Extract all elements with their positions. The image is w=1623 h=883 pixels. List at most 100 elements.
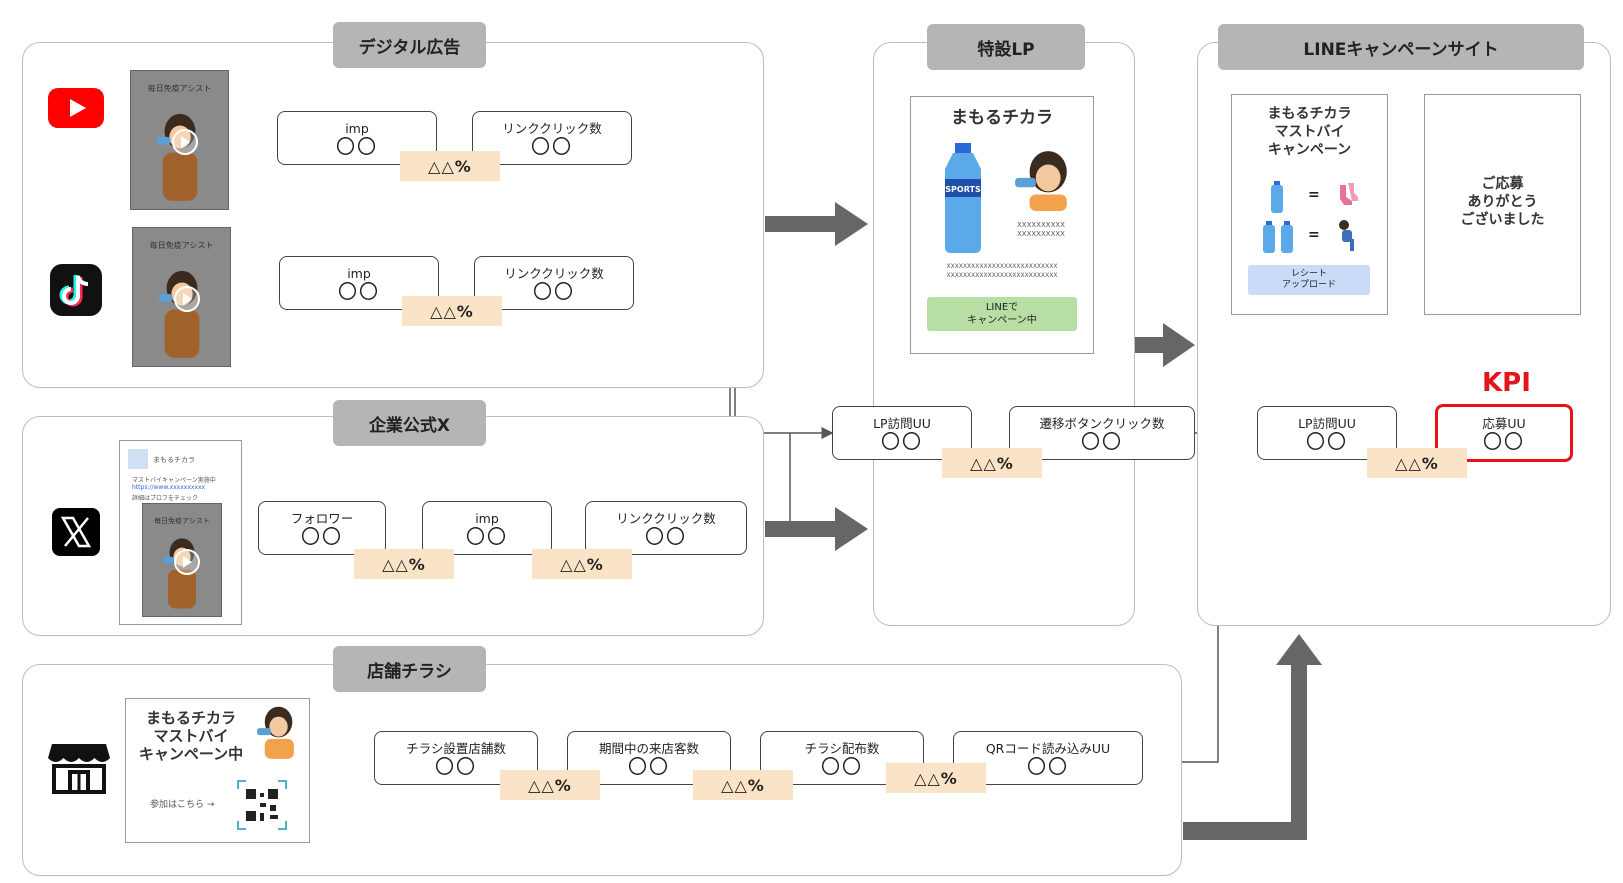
flyer-rate-badge-2: △△% [693,770,793,800]
socks-icon [1340,183,1358,205]
person-drinking-icon [1015,151,1067,211]
line-card-title: まもるチカラ マストバイ キャンペーン [1232,105,1387,159]
node-label: フォロワー [290,511,354,526]
lp-brand: まもるチカラ [951,108,1053,128]
upload-label: レシート [1290,269,1327,279]
store-flyer-card: まもるチカラ マストバイ キャンペーン中 参加はこちら → [125,698,310,843]
line-thanks-card: ご応募 ありがとう ございました [1424,94,1581,315]
tiktok-imp-node: imp 〇〇 [279,256,439,310]
node-value: 〇〇 [532,281,575,303]
flyer-join-text: 参加はこちら → [150,800,215,810]
equals-sign: = [1308,227,1320,243]
upload-label: アップロード [1281,280,1336,290]
bottle-label: SPORTS [945,185,981,194]
node-value: 〇〇 [820,756,863,778]
lp-line-button[interactable]: LINEで キャンペーン中 [927,297,1077,331]
node-value: 〇〇 [335,136,378,158]
youtube-click-node: リンククリック数 〇〇 [472,111,632,165]
play-icon [174,549,200,575]
node-label: 期間中の来店客数 [598,741,699,756]
x-video-thumbnail: 毎日免疫アシスト [142,503,222,617]
node-value: 〇〇 [1305,431,1348,453]
x-imp-node: imp 〇〇 [422,501,552,555]
x-click-node: リンククリック数 〇〇 [585,501,747,555]
node-label: 遷移ボタンクリック数 [1039,416,1165,431]
youtube-rate-badge: △△% [400,151,500,181]
thanks-line: ありがとう [1467,194,1538,210]
receipt-upload-button[interactable]: レシート アップロード [1248,265,1370,295]
node-label: imp [475,511,499,526]
equals-sign: = [1308,187,1320,203]
lp-line-button-label: LINEで [985,302,1019,313]
x-post-text: マストバイキャンペーン実施中 [132,477,216,484]
sports-bottle-icon: SPORTS [945,143,981,253]
node-label: リンククリック数 [504,266,604,281]
x-follower-node: フォロワー 〇〇 [258,501,386,555]
play-icon [171,129,198,155]
node-value: 〇〇 [530,136,573,158]
youtube-video-thumbnail: 毎日免疫アシスト [130,70,229,210]
thumbnail-caption: 毎日免疫アシスト [147,84,212,93]
tiktok-click-node: リンククリック数 〇〇 [474,256,634,310]
flyer-title: まもるチカラ マストバイ キャンペーン中 [136,709,246,763]
x-account-name: まもるチカラ [153,456,195,464]
node-value: 〇〇 [337,281,380,303]
node-value: 〇〇 [1482,431,1525,453]
store-icon [48,744,110,794]
x-rate-badge-2: △△% [532,549,632,579]
person-drinking-icon [158,270,199,358]
youtube-icon [48,88,104,128]
thanks-line: ございました [1460,212,1545,228]
node-label: チラシ配布数 [804,741,880,756]
person-drinking-icon [156,113,197,201]
line-card-title-line: マストバイ [1274,124,1345,140]
thumbnail-caption: 毎日免疫アシスト [149,241,214,250]
tiktok-video-thumbnail: 毎日免疫アシスト [132,227,231,367]
kpi-label: KPI [1482,368,1531,398]
node-label: 応募UU [1482,416,1526,431]
node-label: QRコード読み込みUU [985,741,1111,756]
play-icon [173,286,200,312]
x-post-text: 詳細はプロフをチェック [132,495,199,502]
x-rate-badge-1: △△% [354,549,454,579]
line-rate-badge: △△% [1367,448,1467,478]
node-value: 〇〇 [434,756,477,778]
panel-title-line-campaign: LINEキャンペーンサイト [1218,24,1584,70]
panel-title-digital-ad: デジタル広告 [333,22,486,68]
lp-placeholder-text: XXXXXXXXXX [1017,230,1065,238]
node-value: 〇〇 [1026,756,1069,778]
lp-rate-badge: △△% [942,448,1042,478]
x-post-link: https://www.xxxxxxxxxx [132,484,206,491]
node-label: LP訪問UU [1298,416,1356,431]
line-visit-node: LP訪問UU 〇〇 [1257,406,1397,460]
flyer-qr-node: QRコード読み込みUU 〇〇 [953,731,1143,785]
panel-title-special-lp: 特設LP [927,24,1085,70]
x-post-preview: まもるチカラ マストバイキャンペーン実施中 https://www.xxxxxx… [119,440,242,625]
line-card-title-line: まもるチカラ [1267,106,1352,122]
node-value: 〇〇 [644,526,687,548]
tiktok-icon [50,264,102,316]
node-label: imp [347,266,371,281]
flyer-rate-badge-3: △△% [886,763,986,793]
flyer-title-line: マストバイ [153,727,229,745]
bottle-icon [1271,181,1283,213]
panel-title-store-flyer: 店舗チラシ [333,646,486,692]
lp-placeholder-text: XXXXXXXXXXXXXXXXXXXXXXXXXXX [946,263,1058,270]
thumbnail-caption: 毎日免疫アシスト [154,517,210,525]
lp-preview-card: まもるチカラ SPORTS XXXXXXXXXX XXXXXXXXXX XXXX… [910,96,1094,354]
node-label: imp [345,121,369,136]
tiktok-rate-badge: △△% [402,296,502,326]
bottles-icon [1263,221,1293,253]
lp-placeholder-text: XXXXXXXXXX [1017,221,1065,229]
thanks-message: ご応募 ありがとう ございました [1425,175,1580,229]
person-drinking-icon [163,538,197,609]
account-avatar [128,449,148,469]
node-label: リンククリック数 [616,511,716,526]
line-campaign-card: まもるチカラ マストバイ キャンペーン = = レシート アップロード [1231,94,1388,315]
x-icon [52,508,100,556]
panel-title-corporate-x: 企業公式X [333,400,486,446]
person-drinking-icon [257,706,294,759]
person-stretching-icon [1339,220,1354,251]
lp-line-button-label: キャンペーン中 [967,315,1037,326]
thanks-line: ご応募 [1481,176,1524,192]
